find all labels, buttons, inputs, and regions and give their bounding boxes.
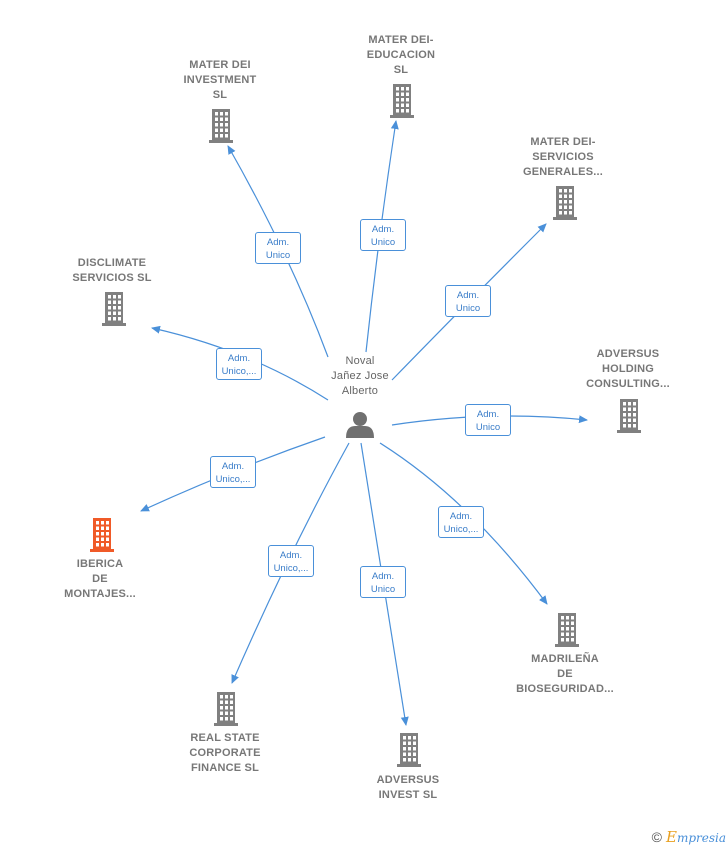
company-label-adversus-invest[interactable]: ADVERSUS INVEST SL — [333, 773, 483, 803]
relation-text: Unico,... — [215, 474, 251, 485]
label-line: GENERALES... — [522, 166, 604, 178]
footer-brand[interactable]: ©Empresia — [652, 828, 726, 846]
building-icon — [390, 84, 414, 118]
label-line: FINANCE SL — [191, 762, 259, 774]
label-line: HOLDING — [601, 363, 655, 375]
company-label-adversus-holding[interactable]: ADVERSUS HOLDING CONSULTING... — [553, 347, 703, 392]
relation-badge-iberica-montajes[interactable]: Adm. Unico,... — [210, 456, 256, 488]
label-line: INVEST SL — [378, 789, 438, 801]
relation-text: Adm. — [456, 290, 480, 301]
icons-layer — [90, 84, 641, 767]
label-line: MONTAJES... — [64, 588, 136, 600]
label-line: Alberto — [341, 385, 379, 397]
company-label-disclimate-servicios[interactable]: DISCLIMATE SERVICIOS SL — [37, 256, 187, 286]
person-icon — [346, 412, 374, 438]
company-label-madrilena-bioseguridad[interactable]: MADRILEÑA DE BIOSEGURIDAD... — [490, 652, 640, 697]
relation-text: Adm. — [227, 353, 251, 364]
building-icon — [555, 613, 579, 647]
relation-text: Unico — [265, 250, 291, 261]
copyright-symbol: © — [651, 829, 662, 845]
relation-text: Unico — [370, 237, 396, 248]
relation-badge-mater-dei-educacion[interactable]: Adm. Unico — [360, 219, 406, 251]
label-line: MATER DEI- — [368, 34, 434, 46]
label-line: CONSULTING... — [586, 378, 670, 390]
label-line: BIOSEGURIDAD... — [516, 683, 614, 695]
building-icon — [617, 399, 641, 433]
building-icon — [90, 518, 114, 552]
company-label-mater-dei-investment[interactable]: MATER DEI INVESTMENT SL — [145, 58, 295, 103]
relation-badge-madrilena-bioseguridad[interactable]: Adm. Unico,... — [438, 506, 484, 538]
relation-text: Unico — [370, 584, 396, 595]
label-line: DISCLIMATE — [77, 257, 147, 269]
relation-badge-disclimate-servicios[interactable]: Adm. Unico,... — [216, 348, 262, 380]
relation-badge-adversus-holding[interactable]: Adm. Unico — [465, 404, 511, 436]
label-line: MATER DEI- — [530, 136, 596, 148]
company-label-real-state-corporate[interactable]: REAL STATE CORPORATE FINANCE SL — [150, 731, 300, 776]
building-icon — [214, 692, 238, 726]
label-line: CORPORATE — [189, 747, 261, 759]
relation-text: Adm. — [371, 571, 395, 582]
building-icon — [553, 186, 577, 220]
building-icon — [209, 109, 233, 143]
relation-badge-mater-dei-investment[interactable]: Adm. Unico — [255, 232, 301, 264]
relation-text: Adm. — [266, 237, 290, 248]
label-line: SL — [393, 64, 409, 76]
label-line: REAL STATE — [190, 732, 260, 744]
label-line: INVESTMENT — [183, 74, 257, 86]
label-line: ADVERSUS — [376, 774, 440, 786]
building-icon — [397, 733, 421, 767]
relation-text: Adm. — [476, 409, 500, 420]
label-line: SL — [212, 89, 228, 101]
relation-text: Unico,... — [221, 366, 257, 377]
relation-text: Adm. — [371, 224, 395, 235]
relation-text: Adm. — [449, 511, 473, 522]
label-line: ADVERSUS — [596, 348, 660, 360]
company-label-iberica-montajes[interactable]: IBERICA DE MONTAJES... — [25, 557, 175, 602]
label-line: MATER DEI — [189, 59, 251, 71]
label-line: Jañez Jose — [331, 370, 389, 382]
brand-name: mpresia — [676, 831, 726, 845]
relation-text: Unico,... — [443, 524, 479, 535]
brand-initial: E — [665, 828, 677, 846]
relation-text: Unico — [455, 303, 481, 314]
label-line: DE — [557, 668, 573, 680]
label-line: DE — [92, 573, 108, 585]
label-line: SERVICIOS — [532, 151, 594, 163]
relation-badge-real-state-corporate[interactable]: Adm. Unico,... — [268, 545, 314, 577]
relation-text: Unico,... — [273, 563, 309, 574]
label-line: EDUCACION — [366, 49, 436, 61]
building-icon — [102, 292, 126, 326]
label-line: SERVICIOS SL — [72, 272, 152, 284]
company-label-mater-dei-servicios[interactable]: MATER DEI- SERVICIOS GENERALES... — [488, 135, 638, 180]
label-line: MADRILEÑA — [531, 653, 599, 665]
company-label-mater-dei-educacion[interactable]: MATER DEI- EDUCACION SL — [326, 33, 476, 78]
relation-badge-adversus-invest[interactable]: Adm. Unico — [360, 566, 406, 598]
relation-text: Adm. — [221, 461, 245, 472]
label-line: IBERICA — [76, 558, 124, 570]
relation-text: Adm. — [279, 550, 303, 561]
relation-badge-mater-dei-servicios[interactable]: Adm. Unico — [445, 285, 491, 317]
relation-text: Unico — [475, 422, 501, 433]
label-line: Noval — [345, 355, 375, 367]
